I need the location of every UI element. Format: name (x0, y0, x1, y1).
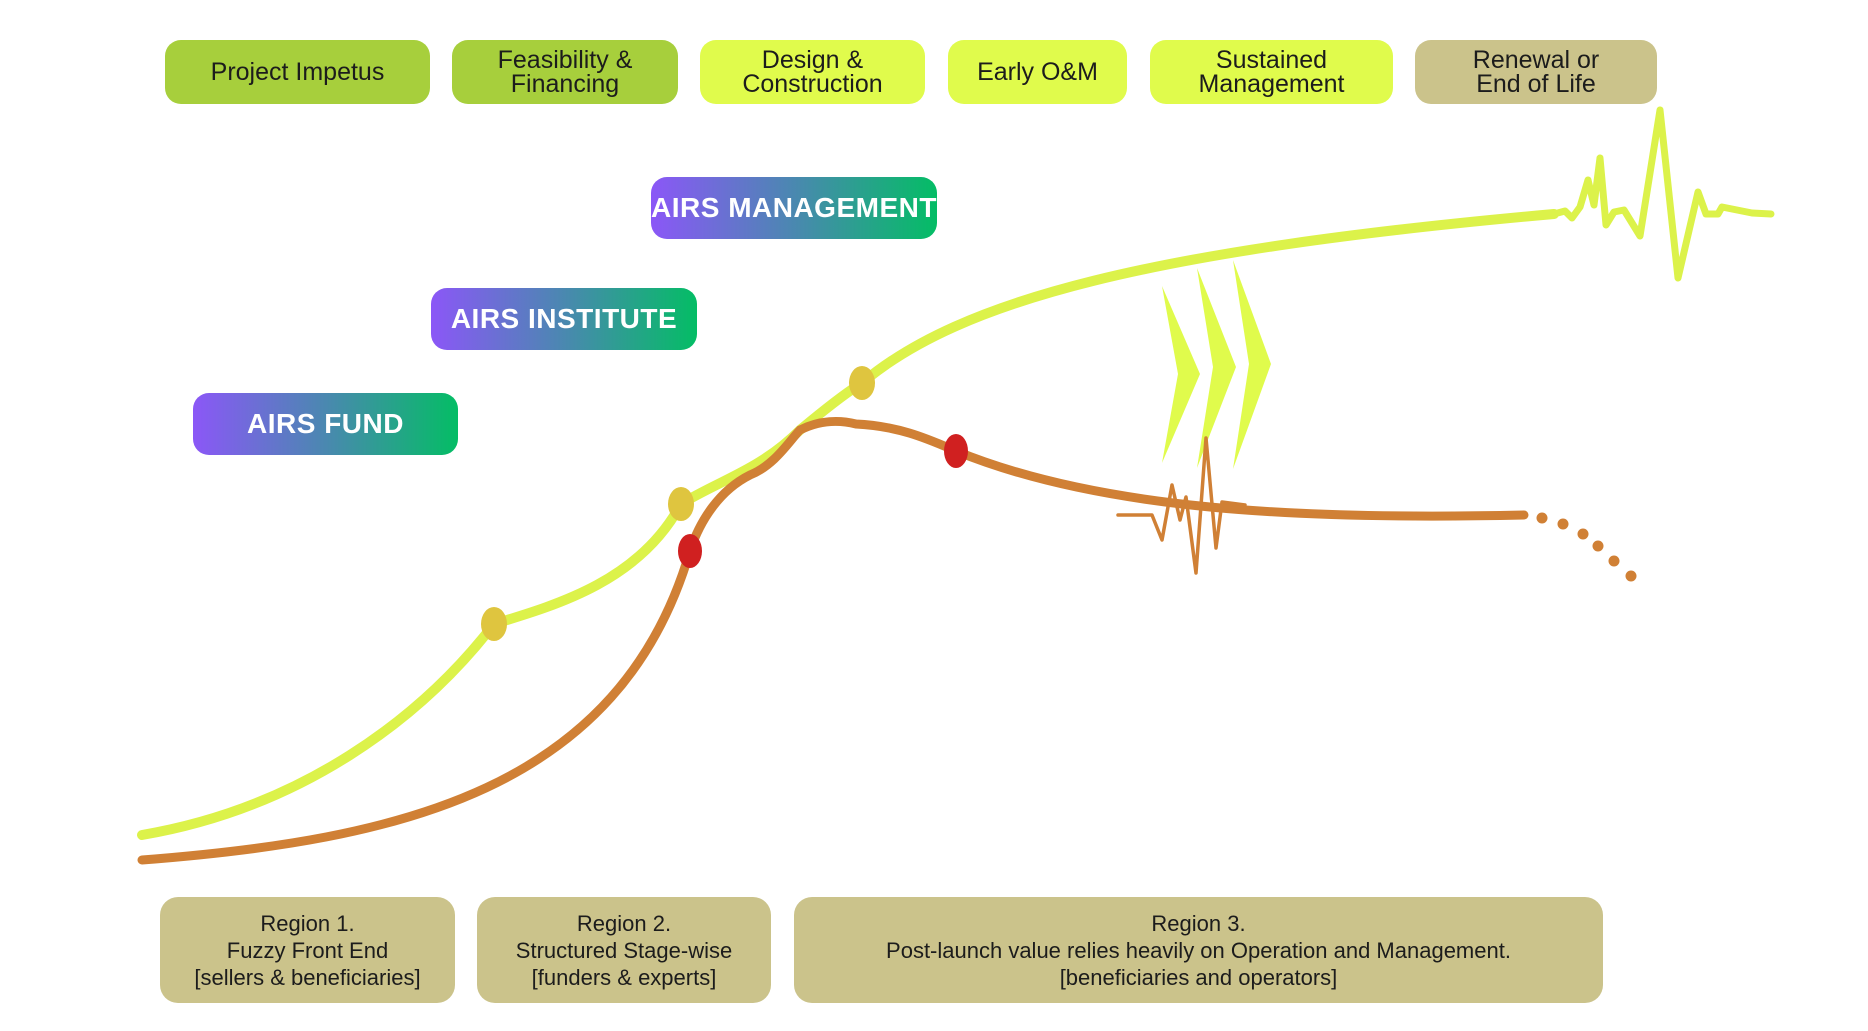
gold-milestone-marker (481, 607, 507, 641)
chevron-3 (1233, 260, 1271, 469)
gold-milestone-marker (849, 366, 875, 400)
region-1-box: Region 1. Fuzzy Front End [sellers & ben… (160, 897, 455, 1003)
airs-management-badge: AIRS MANAGEMENT (651, 177, 937, 239)
phase-sustained-management: Sustained Management (1150, 40, 1393, 104)
red-milestone-marker (678, 534, 702, 568)
phase-early-om: Early O&M (948, 40, 1127, 104)
heartbeat-green-icon (1550, 106, 1775, 282)
region-3-box: Region 3. Post-launch value relies heavi… (794, 897, 1603, 1003)
chevron-1 (1162, 286, 1200, 463)
forward-chevrons-icon (1162, 260, 1271, 469)
sustained-value-curve (137, 209, 1559, 840)
dotted-decline (1536, 512, 1637, 582)
gold-milestone-marker (668, 487, 694, 521)
phase-design-construction: Design & Construction (700, 40, 925, 104)
decline-dot (1592, 540, 1604, 552)
red-milestone-marker (944, 434, 968, 468)
decline-dot (1536, 512, 1548, 524)
decline-dot (1625, 570, 1637, 582)
decline-dot (1608, 555, 1620, 567)
chevron-2 (1197, 268, 1236, 468)
unmanaged-value-curve (137, 417, 1529, 865)
heartbeat-orange-icon (1116, 436, 1247, 575)
phase-project-impetus: Project Impetus (165, 40, 430, 104)
airs-institute-badge: AIRS INSTITUTE (431, 288, 697, 350)
decline-dot (1577, 528, 1589, 540)
airs-fund-badge: AIRS FUND (193, 393, 458, 455)
phase-renewal-end-of-life: Renewal or End of Life (1415, 40, 1657, 104)
region-2-box: Region 2. Structured Stage-wise [funders… (477, 897, 771, 1003)
decline-dot (1557, 518, 1569, 530)
phase-feasibility-financing: Feasibility & Financing (452, 40, 678, 104)
